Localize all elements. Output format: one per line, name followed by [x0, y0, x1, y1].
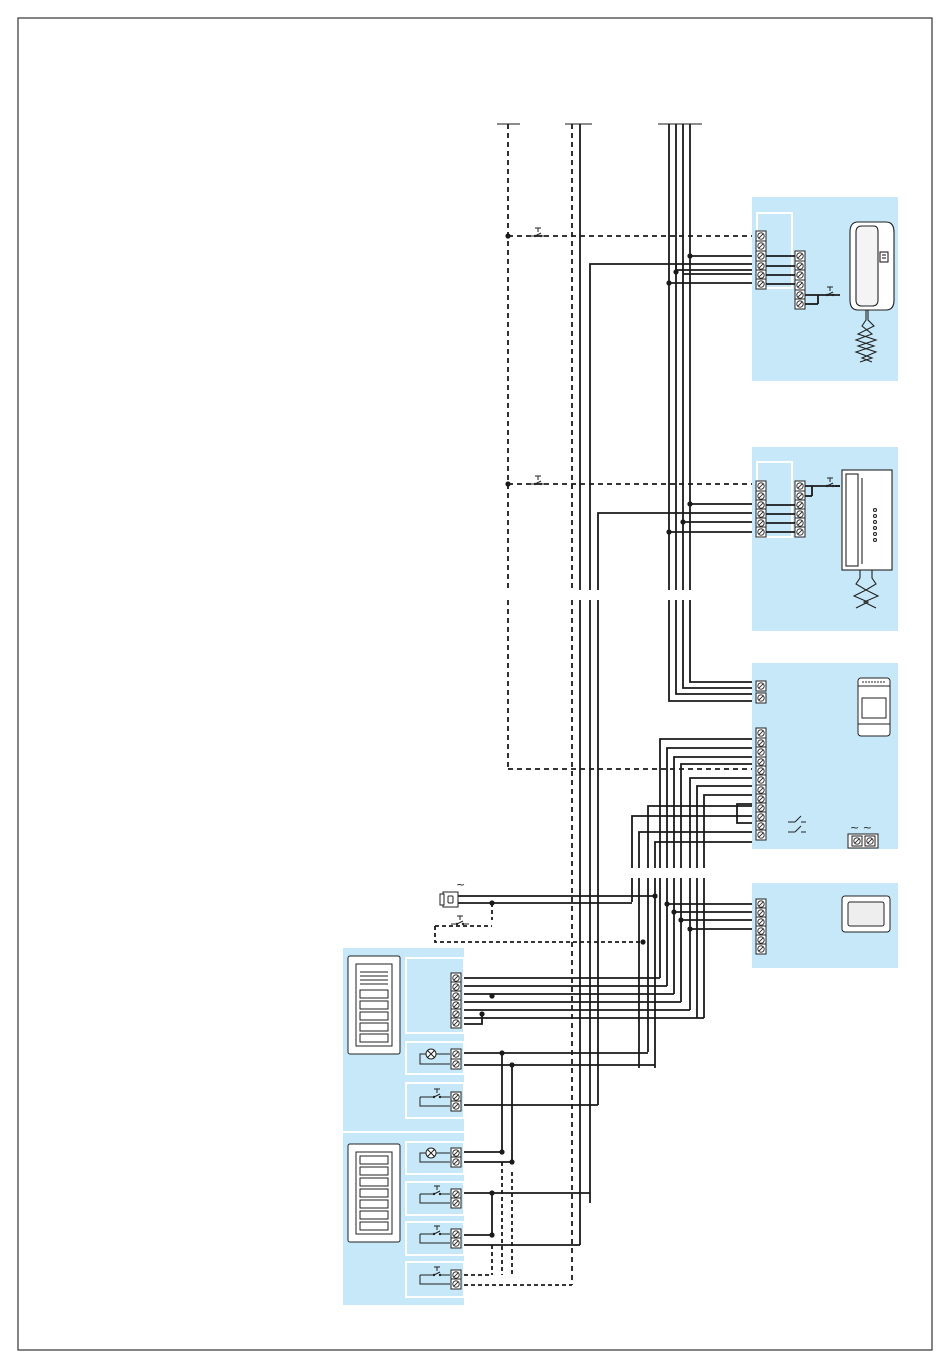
terminal-block-power-main — [756, 728, 766, 840]
keypad-panel-icon — [348, 956, 400, 1054]
riser-bus — [497, 124, 702, 769]
terminal-block-button-1 — [451, 1189, 461, 1208]
terminal-block-button-2 — [451, 1229, 461, 1248]
entrance-wiring — [464, 978, 704, 1285]
keypad-panel-icon-lower — [348, 1144, 400, 1242]
distribution-lines — [632, 878, 704, 1068]
device-panels — [343, 197, 898, 1305]
junction-dots-desk — [505, 481, 692, 534]
terminal-block-entrance-upper — [451, 973, 461, 1028]
door-lock-icon — [440, 892, 458, 907]
handset-wall-wiring — [508, 236, 752, 590]
handset-desk-wiring — [508, 484, 752, 590]
junction-dots-entrance — [479, 993, 514, 1237]
terminal-block-monitor — [756, 899, 766, 954]
junction-dots-door — [489, 900, 494, 905]
power-supply-wiring — [632, 739, 752, 868]
ac-terminal-icon — [848, 834, 878, 848]
terminal-block-lamp-upper — [451, 1049, 461, 1069]
monitor-wiring — [667, 904, 752, 929]
door-lock-ac-symbol: ~ — [456, 878, 465, 891]
monitor-icon — [842, 896, 890, 932]
terminal-block-button-upper — [451, 1092, 461, 1111]
terminal-block-lamp-lower — [451, 1148, 461, 1167]
power-supply-icon — [858, 678, 890, 736]
junction-dots-upper — [505, 233, 692, 285]
ac-pair-symbol: ~ ~ — [850, 821, 872, 834]
door-lock-wiring — [435, 896, 655, 942]
terminal-block-button-3 — [451, 1270, 461, 1289]
